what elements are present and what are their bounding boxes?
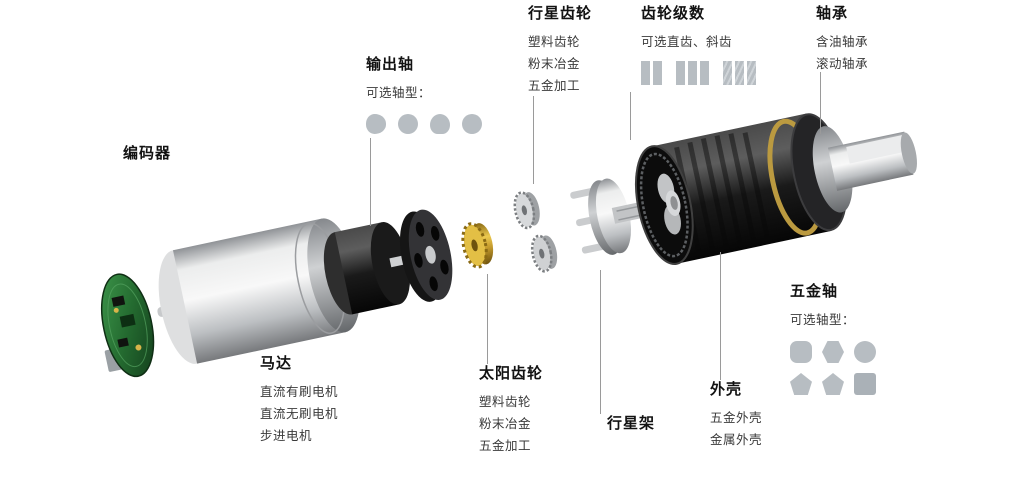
leader-sun-gear	[487, 274, 488, 364]
shaft-flat-cut	[846, 134, 907, 164]
bearing-title: 轴承	[816, 5, 849, 22]
shaft-type-pentagon-icon	[822, 373, 844, 395]
shaft-type-hexagon-icon	[822, 341, 844, 363]
motor-option: 步进电机	[260, 429, 313, 443]
housing-option: 金属外壳	[710, 433, 763, 447]
label-metal-shaft: 五金轴 可选轴型：	[790, 283, 876, 395]
leader-planet-gear	[533, 96, 534, 184]
planet-gear-option: 五金加工	[528, 79, 581, 93]
shaft-type-pentagon-icon	[790, 373, 812, 395]
planet-gear-title: 行星齿轮	[528, 5, 593, 22]
sun-gear-option: 塑料齿轮	[479, 395, 532, 409]
planet-gear-option: 塑料齿轮	[528, 35, 581, 49]
bearing-option: 含油轴承	[816, 35, 869, 49]
leader-gear-stages	[630, 92, 631, 140]
planet-carrier-part	[570, 178, 655, 255]
leader-planet-carrier	[600, 270, 601, 414]
output-shaft-type-icons	[366, 114, 482, 134]
output-shaft-part	[827, 131, 917, 191]
housing-option: 五金外壳	[710, 411, 763, 425]
label-bearing: 轴承 含油轴承 滚动轴承	[816, 5, 868, 75]
encoder-title: 编码器	[123, 145, 172, 162]
sun-gear-title: 太阳齿轮	[479, 365, 544, 382]
shaft-type-d-icon	[366, 114, 386, 134]
shaft-type-square-icon	[854, 373, 876, 395]
motor-option: 直流有刷电机	[260, 385, 339, 399]
shaft-type-round-icon	[398, 114, 418, 134]
housing-title: 外壳	[710, 381, 743, 398]
shaft-type-flat-icon	[430, 114, 450, 134]
encoder-pcb	[100, 273, 155, 378]
label-planet-carrier: 行星架	[607, 415, 655, 441]
gear-housing	[635, 113, 853, 266]
metal-shaft-title: 五金轴	[790, 283, 839, 300]
label-gear-stages: 齿轮级数 可选直齿、斜齿	[641, 5, 756, 85]
label-output-shaft: 输出轴 可选轴型：	[366, 56, 482, 134]
helical-stage-icon	[723, 61, 756, 85]
housing-opening	[635, 145, 694, 266]
sun-gear-part	[461, 222, 494, 269]
label-housing: 外壳 五金外壳 金属外壳	[710, 381, 762, 451]
ring-gear	[639, 152, 689, 258]
three-stage-icon	[676, 61, 709, 85]
planet-gear-option: 粉末冶金	[528, 57, 581, 71]
motor-title: 马达	[260, 355, 293, 372]
gear-stages-title: 齿轮级数	[641, 5, 706, 22]
bearing-option: 滚动轴承	[816, 57, 869, 71]
sun-gear-option: 五金加工	[479, 439, 532, 453]
gear-stages-subtitle: 可选直齿、斜齿	[641, 35, 733, 49]
leader-housing	[720, 252, 721, 380]
two-stage-icon	[641, 61, 662, 85]
shaft-type-round-icon	[854, 341, 876, 363]
leader-bearing	[820, 72, 821, 134]
label-motor: 马达 直流有刷电机 直流无刷电机 步进电机	[260, 355, 338, 447]
motor-option: 直流无刷电机	[260, 407, 339, 421]
planet-gears	[513, 191, 558, 273]
shaft-type-rounded-square-icon	[790, 341, 812, 363]
gear-stage-icons	[641, 61, 756, 85]
metal-shaft-type-icons	[790, 341, 876, 395]
leader-output-shaft	[370, 138, 371, 226]
mounting-flange	[399, 209, 453, 302]
planet-carrier-title: 行星架	[607, 415, 656, 432]
shaft-type-round-icon	[462, 114, 482, 134]
output-shaft-subtitle: 可选轴型：	[366, 86, 432, 100]
metal-shaft-subtitle: 可选轴型：	[790, 313, 856, 327]
label-planet-gear: 行星齿轮 塑料齿轮 粉末冶金 五金加工	[528, 5, 592, 97]
output-shaft-title: 输出轴	[366, 56, 415, 73]
sun-gear-option: 粉末冶金	[479, 417, 532, 431]
label-encoder: 编码器	[123, 145, 171, 171]
label-sun-gear: 太阳齿轮 塑料齿轮 粉末冶金 五金加工	[479, 365, 543, 457]
